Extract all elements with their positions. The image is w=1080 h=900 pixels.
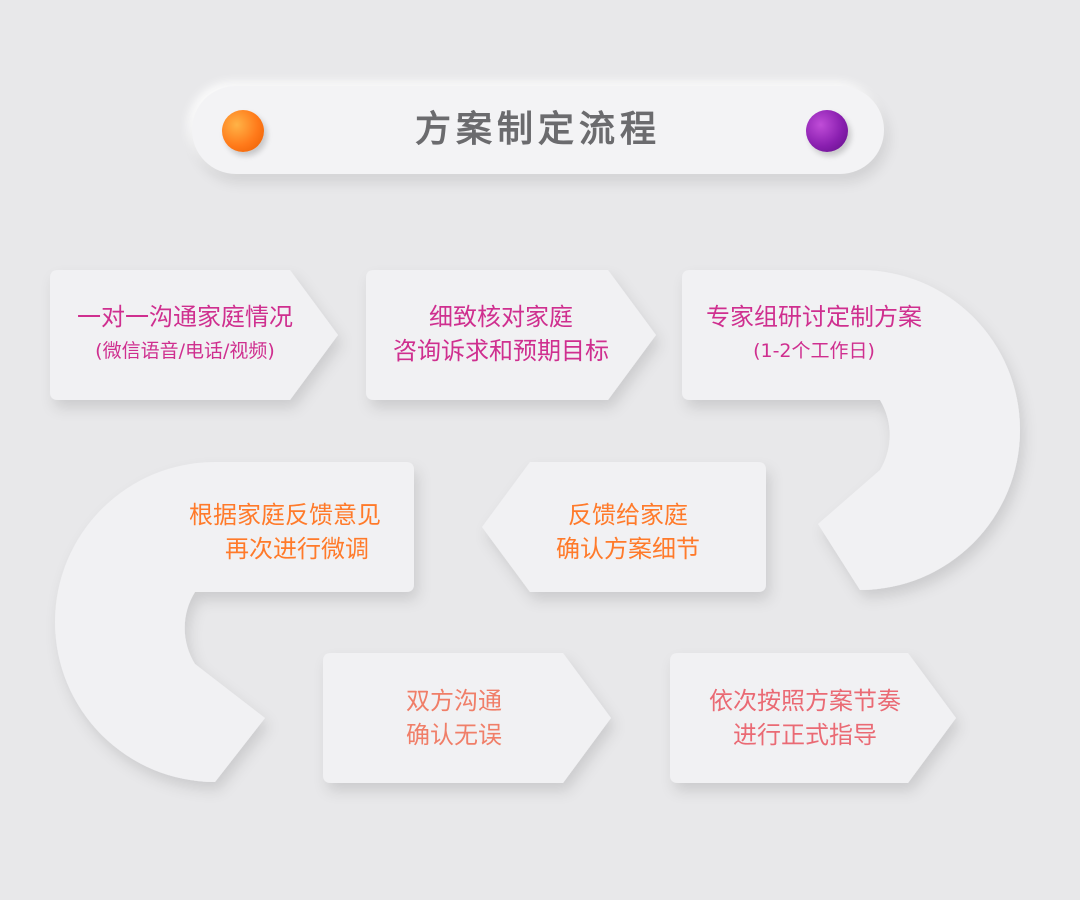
step-1-line2: (微信语音/电话/视频)	[95, 340, 275, 362]
step-4-label: 反馈给家庭 确认方案细节	[500, 498, 756, 566]
step-7-line1: 依次按照方案节奏	[709, 687, 901, 715]
step-7-line2: 进行正式指导	[733, 721, 877, 749]
step-5-line2: 再次进行微调	[225, 535, 369, 563]
step-3-label: 专家组研讨定制方案 (1-2个工作日)	[682, 300, 946, 368]
step-6-line2: 确认无误	[406, 721, 502, 749]
step-6-line1: 双方沟通	[406, 687, 502, 715]
orange-dot-icon	[222, 110, 264, 152]
step-5-line1: 根据家庭反馈意见	[189, 501, 381, 529]
step-1-line1: 一对一沟通家庭情况	[77, 303, 293, 331]
step-2-line1: 细致核对家庭	[429, 303, 573, 331]
step-6-label: 双方沟通 确认无误	[323, 684, 585, 752]
step-7-label: 依次按照方案节奏 进行正式指导	[670, 684, 940, 752]
step-3-line1: 专家组研讨定制方案	[706, 303, 922, 331]
step-2-line2: 咨询诉求和预期目标	[393, 337, 609, 365]
step-1-label: 一对一沟通家庭情况 (微信语音/电话/视频)	[50, 300, 320, 368]
step-3-u-turn-card	[682, 270, 1020, 590]
step-7-arrow-card	[670, 653, 956, 783]
step-3-line2: (1-2个工作日)	[753, 340, 875, 362]
step-2-arrow-card	[366, 270, 656, 400]
step-5-u-turn-card	[55, 462, 414, 782]
step-2-label: 细致核对家庭 咨询诉求和预期目标	[366, 300, 636, 368]
step-6-arrow-card	[323, 653, 611, 783]
page-title: 方案制定流程	[414, 109, 661, 150]
step-4-line2: 确认方案细节	[556, 535, 700, 563]
step-5-label: 根据家庭反馈意见 再次进行微调	[150, 498, 420, 566]
step-1-arrow-card	[50, 270, 338, 400]
step-4-arrow-card	[482, 462, 766, 592]
title-pill	[192, 86, 884, 174]
step-4-line1: 反馈给家庭	[568, 501, 688, 529]
purple-dot-icon	[806, 110, 848, 152]
